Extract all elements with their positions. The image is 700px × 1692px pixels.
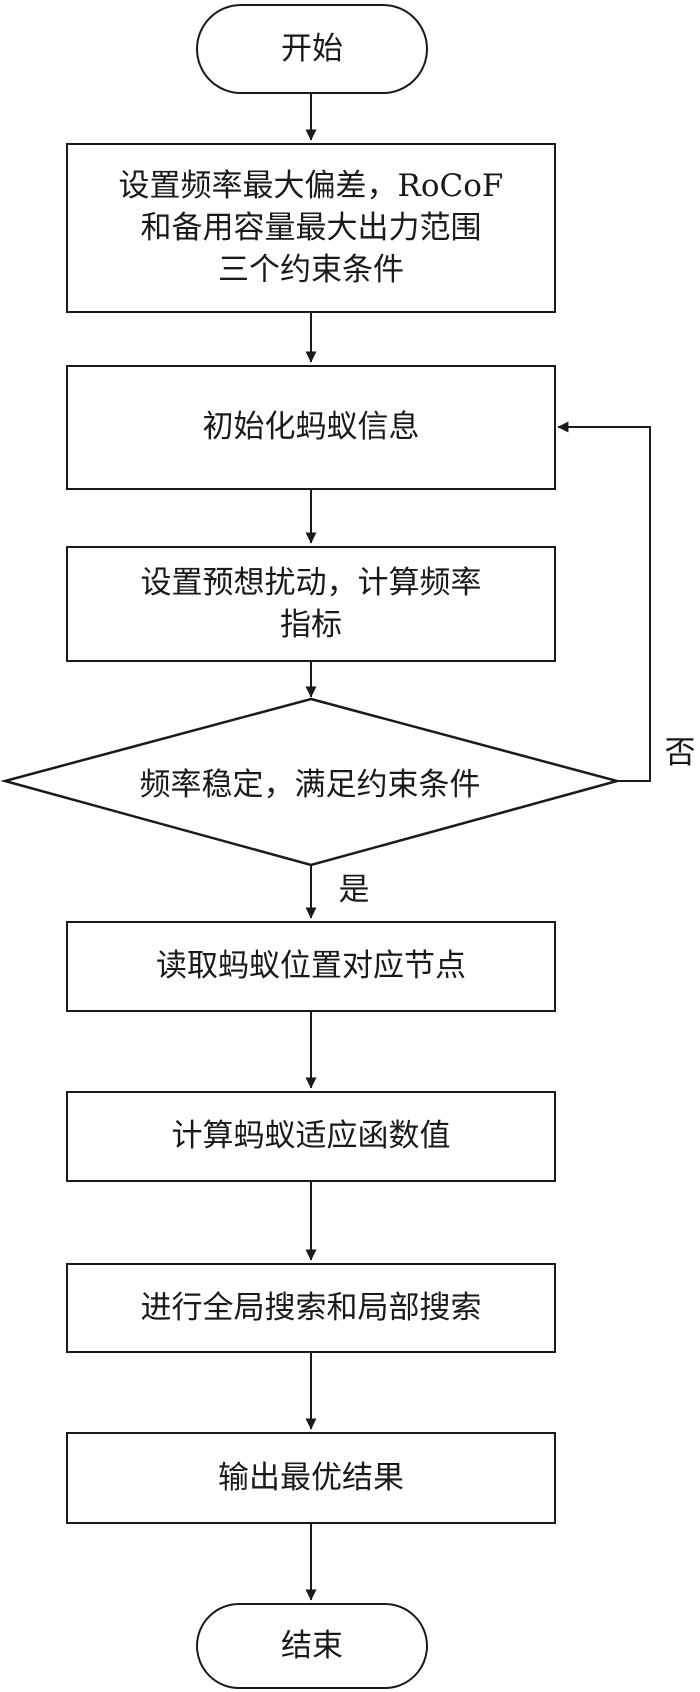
read-nodes-label: 读取蚂蚁位置对应节点 <box>156 948 466 985</box>
search-box: 进行全局搜索和局部搜索 <box>66 1263 556 1353</box>
start-terminal: 开始 <box>196 4 428 94</box>
init-ants-label: 初始化蚂蚁信息 <box>202 409 420 446</box>
output-label: 输出最优结果 <box>218 1459 404 1496</box>
set-disturbance-box: 设置预想扰动，计算频率 指标 <box>66 546 556 662</box>
search-label: 进行全局搜索和局部搜索 <box>140 1289 482 1326</box>
read-nodes-box: 读取蚂蚁位置对应节点 <box>66 921 556 1012</box>
set-constraints-box: 设置频率最大偏差，RoCoF 和备用容量最大出力范围 三个约束条件 <box>66 143 556 313</box>
decision-diamond <box>0 697 622 867</box>
arrow-no-loop <box>557 421 651 782</box>
set-constraints-label: 设置频率最大偏差，RoCoF 和备用容量最大出力范围 三个约束条件 <box>118 167 504 289</box>
decision-label: 频率稳定，满足约束条件 <box>139 766 481 803</box>
init-ants-box: 初始化蚂蚁信息 <box>66 365 556 490</box>
output-box: 输出最优结果 <box>66 1432 556 1524</box>
end-terminal: 结束 <box>196 1603 428 1689</box>
end-label: 结束 <box>281 1627 343 1664</box>
no-branch-label: 否 <box>664 734 696 771</box>
compute-fitness-box: 计算蚂蚁适应函数值 <box>66 1091 556 1182</box>
set-disturbance-label: 设置预想扰动，计算频率 指标 <box>140 564 482 643</box>
start-label: 开始 <box>281 30 343 67</box>
yes-branch-label: 是 <box>338 871 370 908</box>
compute-fitness-label: 计算蚂蚁适应函数值 <box>171 1118 451 1155</box>
